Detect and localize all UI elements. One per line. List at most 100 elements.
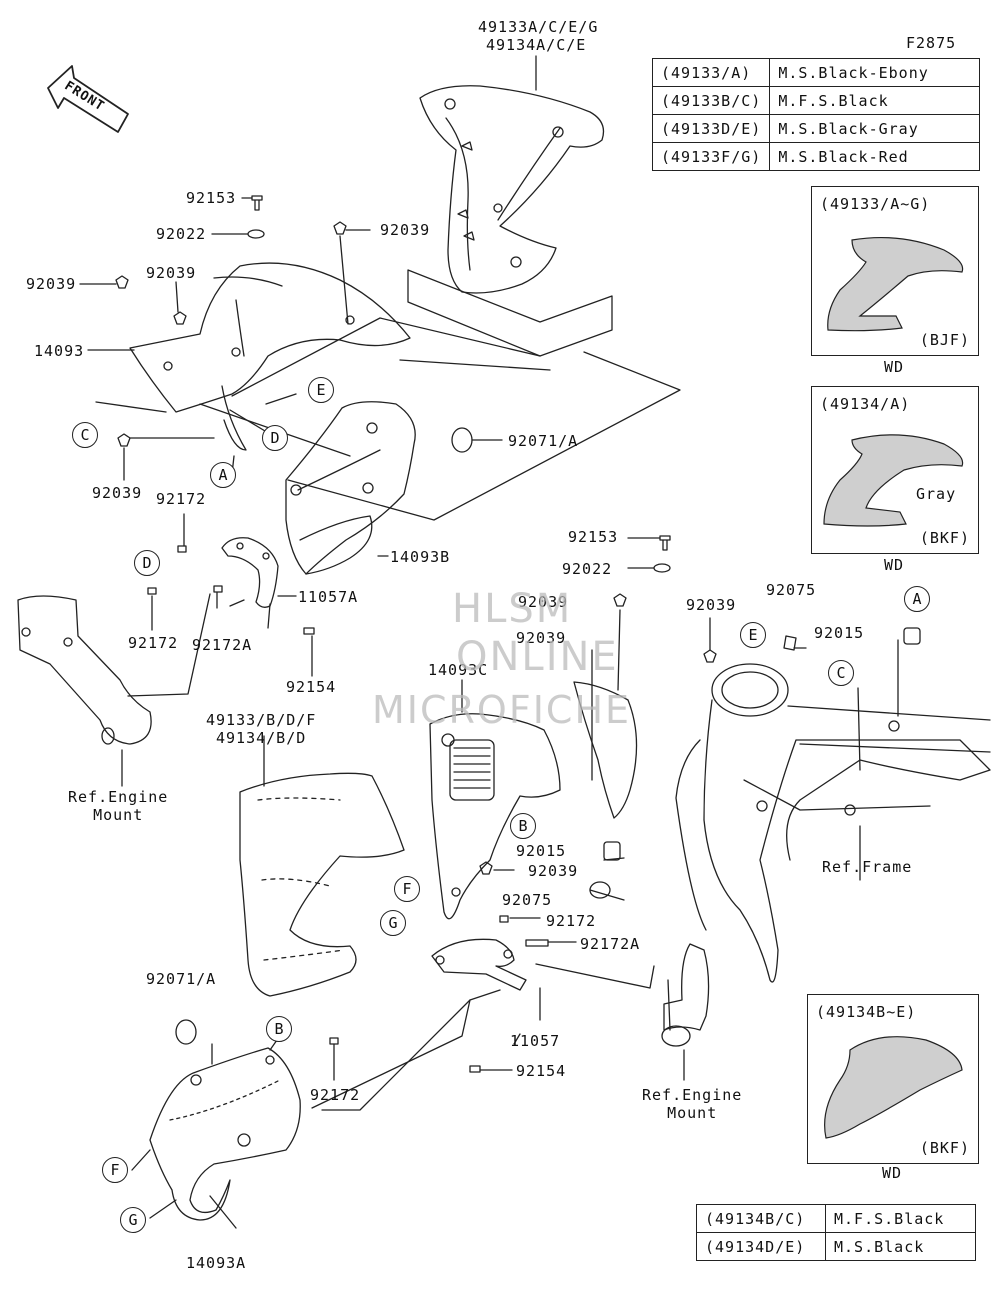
part-label-92015[interactable]: 92015	[814, 624, 865, 642]
part-label-92172[interactable]: 92172	[128, 634, 179, 652]
callout-f[interactable]: F	[394, 876, 420, 902]
color-name-cell: M.S.Black-Red	[769, 142, 980, 171]
variant-note: Gray	[916, 485, 957, 503]
color-name-cell: M.F.S.Black	[769, 86, 980, 115]
ref-engine-mount-label[interactable]: Ref.Engine Mount	[68, 788, 169, 824]
variant-box-49134A: (49134/A) Gray (BKF)	[811, 386, 979, 554]
variant-caption: WD	[884, 556, 905, 574]
part-label-14093B[interactable]: 14093B	[390, 548, 451, 566]
table-row: (49133B/C) M.F.S.Black	[651, 86, 980, 115]
part-label-92172[interactable]: 92172	[310, 1086, 361, 1104]
figure-code: F2875	[906, 34, 957, 52]
color-code-cell: (49134D/E)	[696, 1232, 826, 1261]
part-label-92022[interactable]: 92022	[156, 225, 207, 243]
part-label-top-cowl[interactable]: 49133A/C/E/G	[478, 18, 599, 36]
variant-code: (49134/A)	[820, 395, 911, 413]
part-label-92039[interactable]: 92039	[518, 593, 569, 611]
callout-b[interactable]: B	[510, 813, 536, 839]
part-label-92153[interactable]: 92153	[186, 189, 237, 207]
inner-cover-14093B	[285, 401, 416, 575]
color-name-cell: M.S.Black	[825, 1232, 976, 1261]
part-label-92172A[interactable]: 92172A	[580, 935, 641, 953]
part-label-lower-cowl[interactable]: 49134/B/D	[216, 729, 307, 747]
table-row: (49134D/E) M.S.Black	[696, 1232, 976, 1261]
part-label-92039[interactable]: 92039	[528, 862, 579, 880]
part-label-14093A[interactable]: 14093A	[186, 1254, 247, 1272]
part-label-14093[interactable]: 14093	[34, 342, 85, 360]
variant-code: (49133/A~G)	[820, 195, 931, 213]
table-row: (49133F/G) M.S.Black-Red	[651, 142, 980, 171]
color-table-top: (49133/A) M.S.Black-Ebony (49133B/C) M.F…	[651, 58, 980, 171]
callout-g[interactable]: G	[120, 1207, 146, 1233]
table-row: (49134B/C) M.F.S.Black	[696, 1204, 976, 1233]
part-label-92071A[interactable]: 92071/A	[146, 970, 217, 988]
color-code-cell: (49134B/C)	[696, 1204, 826, 1233]
color-name-cell: M.S.Black-Gray	[769, 114, 980, 143]
bracket-11057	[431, 938, 527, 991]
inner-panel-14093	[129, 262, 411, 451]
part-label-92022[interactable]: 92022	[562, 560, 613, 578]
part-label-top-cowl[interactable]: 49134A/C/E	[486, 36, 587, 54]
part-label-92154[interactable]: 92154	[516, 1062, 567, 1080]
watermark-line: ONLINE	[456, 634, 619, 680]
callout-b[interactable]: B	[266, 1016, 292, 1042]
part-label-92075[interactable]: 92075	[502, 891, 553, 909]
part-label-92039[interactable]: 92039	[686, 596, 737, 614]
variant-box-49133: (49133/A~G) (BJF)	[811, 186, 979, 356]
lower-cowl-part	[239, 772, 405, 997]
variant-caption: WD	[884, 358, 905, 376]
variant-tag: (BKF)	[919, 529, 970, 547]
part-label-92153[interactable]: 92153	[568, 528, 619, 546]
table-row: (49133D/E) M.S.Black-Gray	[651, 114, 980, 143]
callout-e[interactable]: E	[740, 622, 766, 648]
variant-tag: (BJF)	[919, 331, 970, 349]
table-row: (49133/A) M.S.Black-Ebony	[651, 58, 980, 87]
engine-mount-right	[661, 943, 710, 1081]
callout-a[interactable]: A	[210, 462, 236, 488]
part-label-92154[interactable]: 92154	[286, 678, 337, 696]
callout-g[interactable]: G	[380, 910, 406, 936]
part-label-lower-cowl[interactable]: 49133/B/D/F	[206, 711, 317, 729]
part-label-92015[interactable]: 92015	[516, 842, 567, 860]
part-label-11057A[interactable]: 11057A	[298, 588, 359, 606]
upper-shroud-part	[419, 85, 605, 294]
callout-d[interactable]: D	[262, 425, 288, 451]
part-label-92039[interactable]: 92039	[380, 221, 431, 239]
callout-c[interactable]: C	[72, 422, 98, 448]
frame-part	[675, 663, 991, 983]
callout-d[interactable]: D	[134, 550, 160, 576]
watermark-line: HLSM	[452, 586, 573, 632]
color-code-cell: (49133F/G)	[651, 142, 771, 171]
ref-engine-mount-label[interactable]: Ref.Engine Mount	[642, 1086, 743, 1122]
part-label-92172A[interactable]: 92172A	[192, 636, 253, 654]
part-label-92039[interactable]: 92039	[26, 275, 77, 293]
color-table-bottom: (49134B/C) M.F.S.Black (49134D/E) M.S.Bl…	[696, 1204, 976, 1261]
fasteners	[79, 195, 717, 1081]
callout-e[interactable]: E	[308, 377, 334, 403]
front-arrow-icon	[47, 65, 129, 133]
part-label-92075[interactable]: 92075	[766, 581, 817, 599]
part-label-92071A[interactable]: 92071/A	[508, 432, 579, 450]
callout-c[interactable]: C	[828, 660, 854, 686]
callout-f[interactable]: F	[102, 1157, 128, 1183]
part-label-92039[interactable]: 92039	[146, 264, 197, 282]
variant-tag: (BKF)	[919, 1139, 970, 1157]
color-code-cell: (49133D/E)	[651, 114, 771, 143]
part-label-92039[interactable]: 92039	[516, 629, 567, 647]
inner-cover-14093A	[149, 1047, 301, 1221]
variant-box-49134B: (49134B~E) (BKF)	[807, 994, 979, 1164]
variant-caption: WD	[882, 1164, 903, 1182]
color-code-cell: (49133/A)	[651, 58, 771, 87]
part-label-14093C[interactable]: 14093C	[428, 661, 489, 679]
ref-frame-label[interactable]: Ref.Frame	[822, 858, 913, 876]
part-label-92039[interactable]: 92039	[92, 484, 143, 502]
callout-a[interactable]: A	[904, 586, 930, 612]
color-name-cell: M.F.S.Black	[825, 1204, 976, 1233]
engine-mount-left	[17, 595, 152, 787]
bracket-11057A	[221, 537, 279, 608]
part-label-92172[interactable]: 92172	[156, 490, 207, 508]
part-label-11057[interactable]: 11057	[510, 1032, 561, 1050]
color-name-cell: M.S.Black-Ebony	[769, 58, 980, 87]
part-label-92172[interactable]: 92172	[546, 912, 597, 930]
